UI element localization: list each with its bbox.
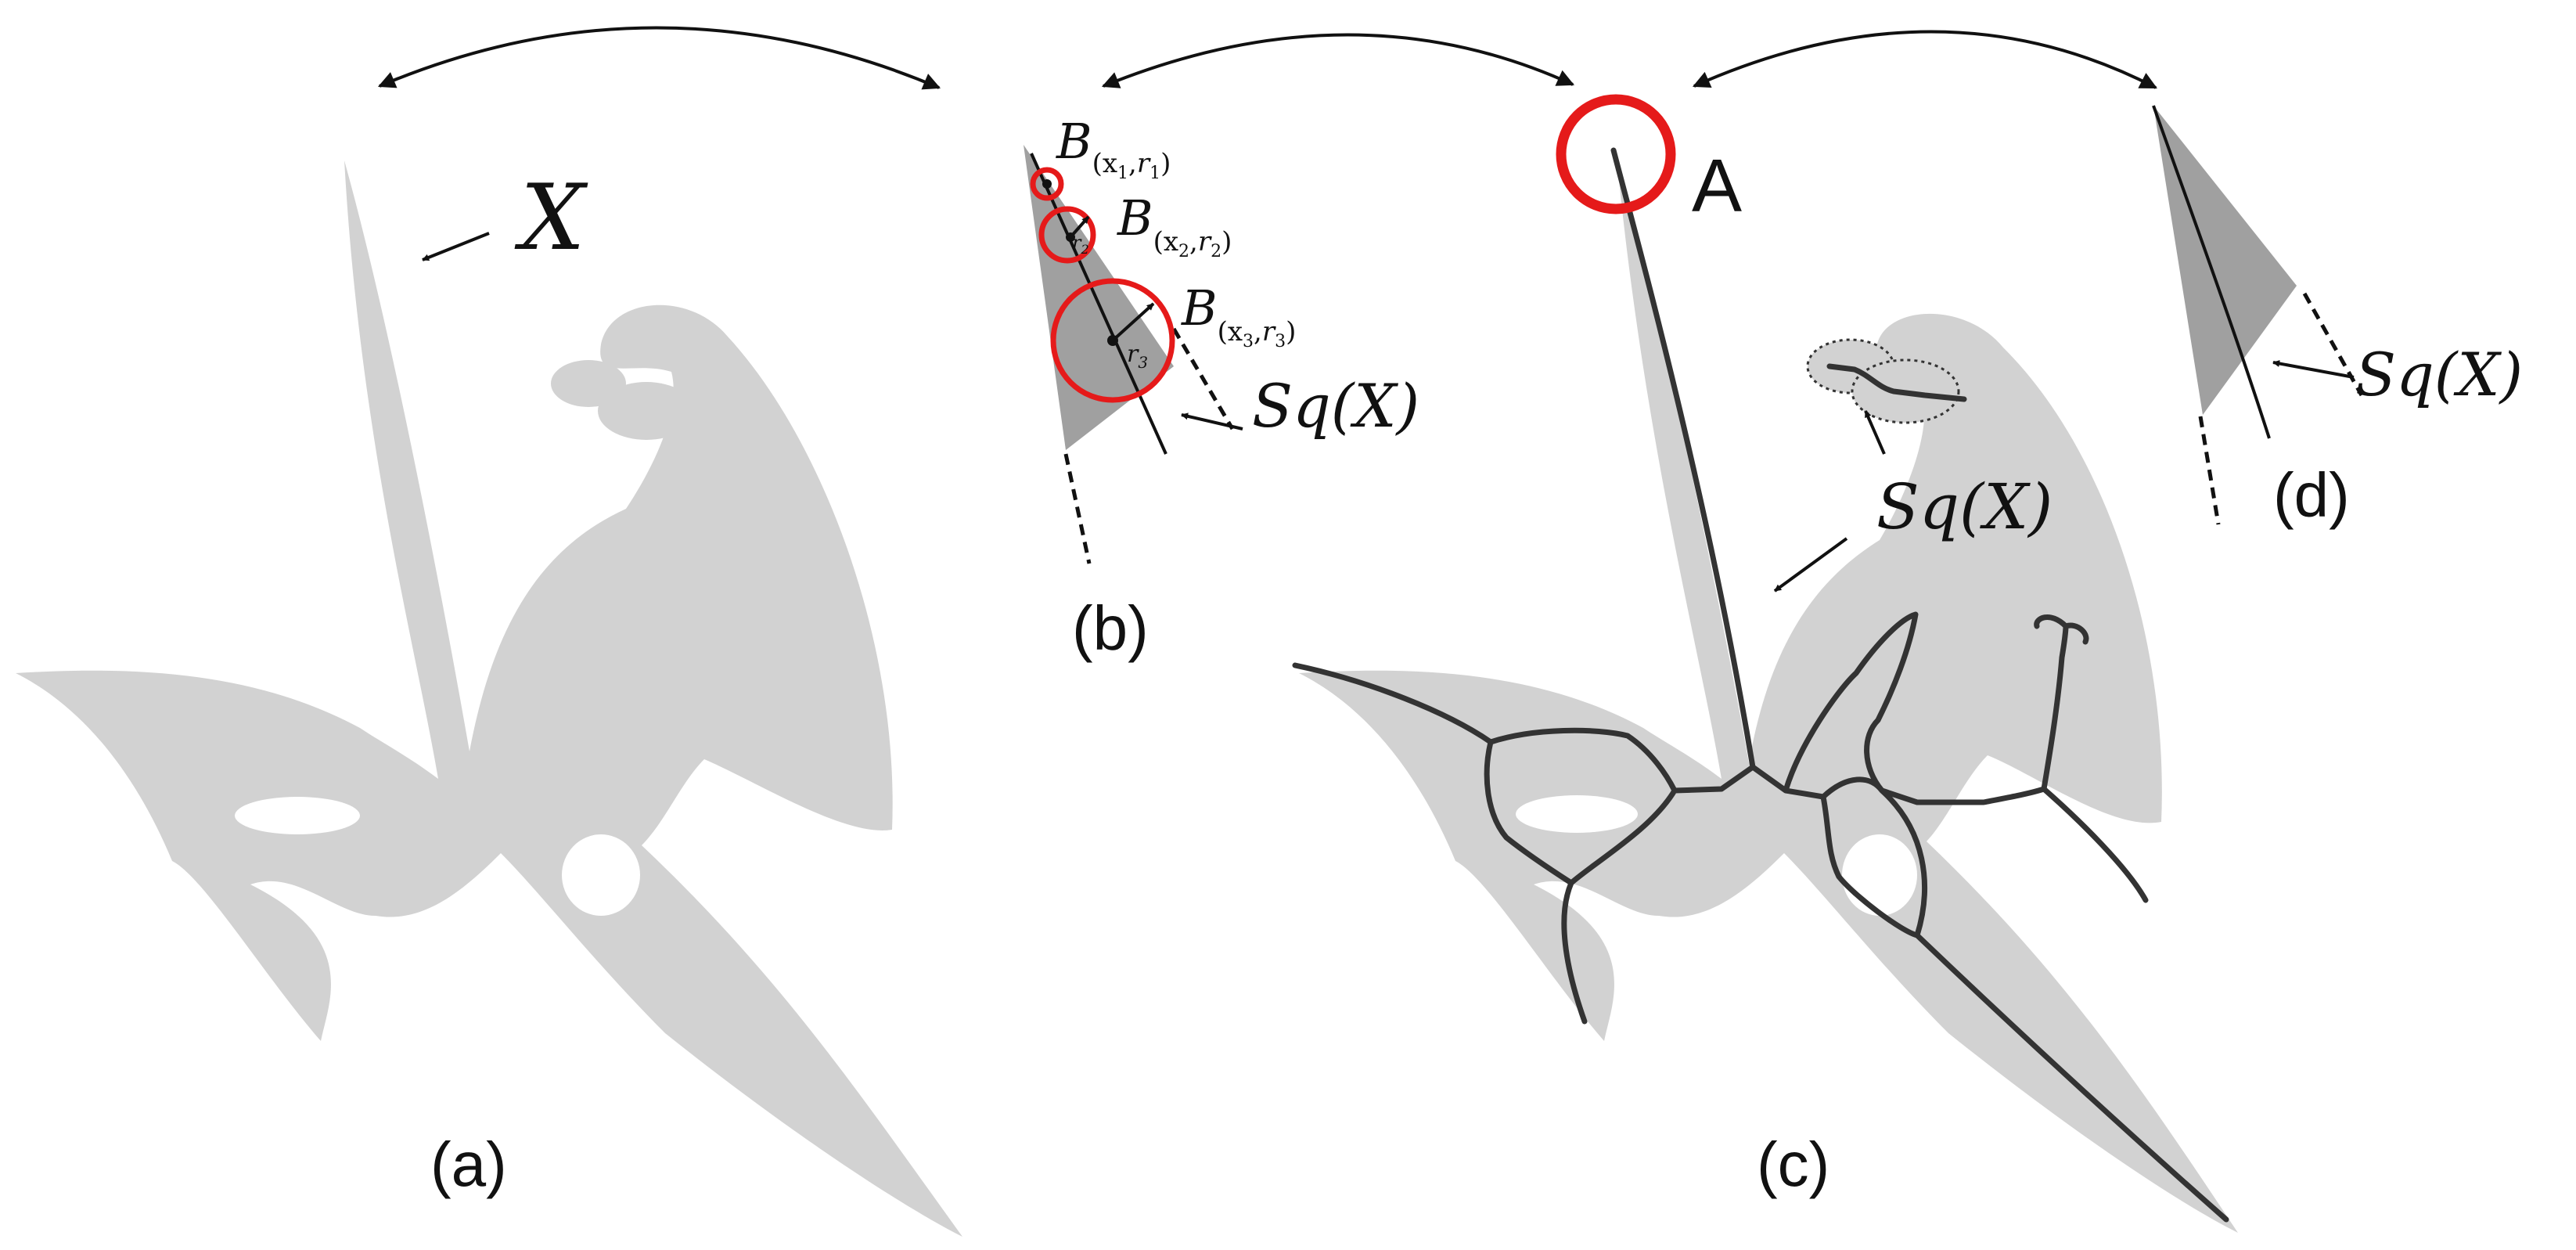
medial-skeleton <box>1292 147 2229 1223</box>
skeleton-label-c: Sq(X) <box>1876 470 2053 543</box>
panel-label-d: (d) <box>2273 460 2350 530</box>
skeleton-pointer-d <box>2272 360 2355 379</box>
panel-label-a: (a) <box>430 1129 507 1199</box>
ball-label-2: B(x2,r2) <box>1117 189 1232 261</box>
skeleton-line-d <box>2152 105 2271 439</box>
skeleton-label-b: Sq(X) <box>1252 371 1419 441</box>
boundary-dashed-right <box>1171 327 1235 430</box>
radius-2-arrow <box>1069 215 1090 239</box>
panel-label-b: (b) <box>1072 593 1149 663</box>
blob-skeleton-inset <box>1806 338 1967 424</box>
max-ball-2 <box>1038 206 1096 264</box>
blob-small <box>551 360 695 440</box>
panel-b: r2 r3 B(x1,r1) B(x2,r2) B(x3,r3) Sq(X) (… <box>1024 113 1419 663</box>
radius-3-mark: r3 <box>1127 340 1148 372</box>
shape-label-x: X <box>514 165 588 271</box>
arrow-c-d <box>1692 30 2157 89</box>
radius-3-arrow <box>1111 302 1155 342</box>
transition-arrows <box>377 26 2157 90</box>
shape-tip-zoom-d <box>2153 106 2297 415</box>
panel-label-c: (c) <box>1757 1129 1829 1199</box>
shape-x-copy <box>1299 149 2238 1233</box>
skeleton-pointer-c <box>1773 537 1848 593</box>
blob-pointer-arrow <box>1864 410 1886 455</box>
arrow-b-c <box>1101 33 1575 88</box>
arrow-a-b <box>377 26 941 90</box>
shape-x <box>16 160 962 1237</box>
boundary-dashed-right-d <box>2302 292 2364 397</box>
skeleton-label-d: Sq(X) <box>2355 340 2523 409</box>
region-a-highlight <box>1556 94 1676 214</box>
ball-center-1 <box>1042 179 1052 189</box>
x-pointer-arrow <box>422 232 490 261</box>
skeleton-pointer-b <box>1181 412 1243 430</box>
max-ball-1 <box>1030 167 1064 201</box>
boundary-dashed-left <box>1063 453 1092 564</box>
ball-label-3: B(x3,r3) <box>1181 279 1296 351</box>
ball-label-1: B(x1,r1) <box>1056 113 1171 183</box>
skeleton-segment <box>1030 153 1167 455</box>
panel-d: Sq(X) (d) <box>2152 105 2523 530</box>
radius-2-mark: r2 <box>1072 232 1089 257</box>
region-label-a: A <box>1692 144 1742 228</box>
max-ball-3 <box>1050 278 1175 403</box>
panel-a: X (a) <box>16 160 962 1237</box>
boundary-dashed-left-d <box>2198 416 2221 525</box>
panel-c: A Sq(X) (c) <box>1292 94 2238 1233</box>
